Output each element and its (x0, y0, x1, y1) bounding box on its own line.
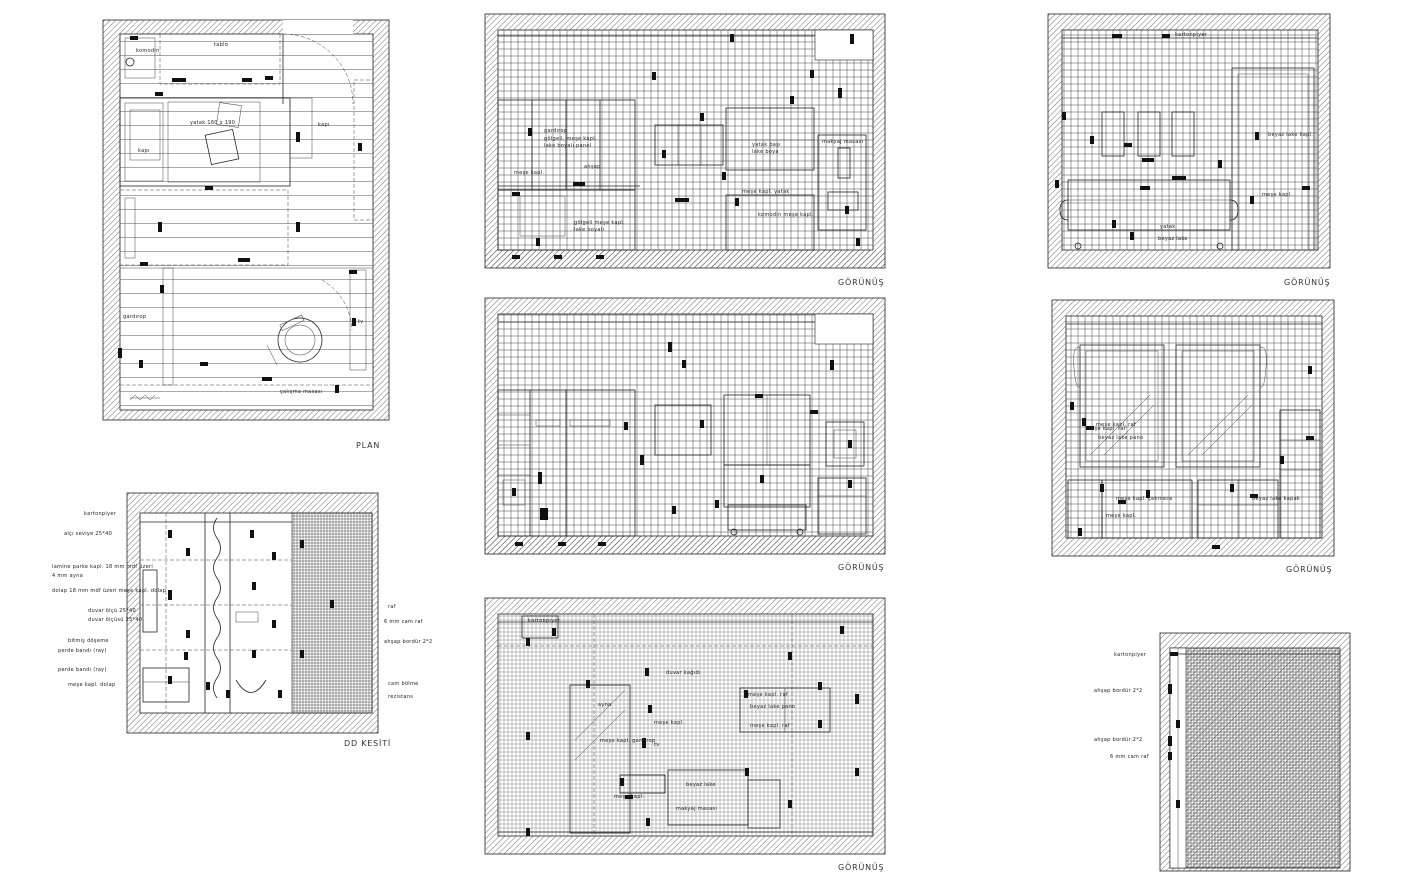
elev4-label-6: beyaz lake kapak (1252, 496, 1300, 502)
elevation-3: GÖRÜNÜŞ (484, 297, 886, 572)
caption-elev2: GÖRÜNÜŞ (1284, 277, 1330, 287)
plan-label-8: çalışma masası (280, 389, 323, 395)
elev2-label-1: kartonpiyer (1175, 32, 1208, 38)
plan-label-2: tablo (214, 42, 228, 48)
elev1-label-2: gölgeli, meşe kapl. (544, 136, 597, 142)
elev4-label-4: meşe kapl. çekmece (1116, 496, 1173, 502)
caption-elev5: GÖRÜNÜŞ (838, 862, 884, 872)
elev5-label-8: meşe kapl. (654, 720, 684, 726)
detail-label-3: ahşap bordür 2*2 (1094, 737, 1143, 743)
elev5-label-1: kartonpiyer (528, 618, 561, 624)
section-left-label-11: meşe kapl. dolap (68, 682, 116, 688)
elev1-label-1: gardırop (544, 128, 567, 134)
elev2-label-2: beyaz lake kapl. (1268, 132, 1313, 138)
section-right-label-3: ahşap bordür 2*2 (384, 639, 433, 645)
elev4-label-3: beyaz lake pano (1098, 435, 1143, 441)
plan-label-1: komodin (136, 48, 160, 54)
elev5-label-10: beyaz lake (686, 782, 716, 788)
elev1-label-5: ahşap (584, 164, 601, 170)
elev2-label-4: yatak (1160, 224, 1175, 230)
elev5-label-2: duvar kağıdı (666, 669, 701, 676)
elev5-label-12: makyaj masası (676, 806, 717, 812)
elevation-5: kartonpiyer duvar kağıdı ayna meşe kapl.… (484, 597, 886, 872)
plan-label-7: tv (358, 319, 364, 325)
section-left-label-9: perde bandı (ray) (58, 648, 107, 654)
elev5-label-6: meşe kapl. raf (750, 723, 790, 729)
elev4-label-2: meşe kapl. raf (1086, 426, 1126, 432)
elev5-label-4: meşe kapl. raf (748, 692, 788, 698)
plan-label-5: kapı (138, 148, 150, 154)
section-left-label-3: lamine parke kapl. 18 mm mdf üzeri (52, 564, 153, 570)
caption-plan: PLAN (356, 441, 380, 450)
caption-elev1: GÖRÜNÜŞ (838, 277, 884, 287)
section-left-label-5: dolap 18 mm mdf üzeri meşe kapl. dolap (52, 588, 166, 594)
section-right-label-1: raf (388, 604, 396, 610)
elevation-1: gardırop gölgeli, meşe kapl. lake boyalı… (484, 13, 886, 287)
section-right-label-4: cam bölme (388, 681, 419, 687)
section-right-label-5: rezistans (388, 694, 413, 700)
elev1-label-4: meşe kapl. (514, 170, 544, 176)
elev1-label-7: lake boyalı (574, 227, 604, 233)
elev5-label-5: beyaz lake pano (750, 704, 795, 710)
caption-elev3: GÖRÜNÜŞ (838, 562, 884, 572)
elevation-4: meşe kapl. raf meşe kapl. raf beyaz lake… (1051, 299, 1335, 574)
detail-label-4: 6 mm cam raf (1110, 754, 1149, 760)
elev2-label-3: meşe kapl. (1262, 192, 1292, 198)
elev1-label-10: makyaj masası (822, 139, 863, 145)
elevation-2: kartonpiyer beyaz lake kapl. meşe kapl. … (1047, 13, 1331, 287)
elev5-label-7: meşe kapl. gardırop (600, 738, 655, 744)
caption-section: DD KESİTİ (344, 738, 391, 748)
section-left-label-7: duvar ölçüsü 25*40 (88, 617, 142, 623)
elev1-label-8: yatak başı (752, 142, 781, 148)
elev1-label-12: komodin meşe kapl. (758, 212, 814, 218)
detail-view: kartonpiyer ahşap bordür 2*2 ahşap bordü… (1094, 632, 1351, 872)
detail-label-1: kartonpiyer (1114, 652, 1147, 658)
elev4-label-5: meşe kapl. (1106, 513, 1136, 519)
section-left-label-4: 4 mm ayna (52, 573, 83, 579)
plan-view: komodin tablo yatak 160 x 190 kapı kapı … (102, 19, 390, 450)
section-right-label-2: 6 mm cam raf (384, 619, 423, 625)
section-left-label-1: kartonpiyer (84, 511, 117, 517)
elev5-label-11: meşe kapl. (614, 794, 644, 800)
elev1-label-3: lake boyalı panel (544, 143, 591, 149)
detail-label-2: ahşap bordür 2*2 (1094, 688, 1143, 694)
elev1-label-11: meşe kapl. yatak (742, 189, 790, 195)
section-left-label-10: perde bandı (ray) (58, 667, 107, 673)
section-dd: kartonpiyer alçı seviye 25*40 lamine par… (52, 492, 433, 748)
plan-label-4: kapı (318, 122, 330, 128)
section-left-label-2: alçı seviye 25*40 (64, 531, 112, 537)
elev1-label-9: lake boya (752, 149, 779, 155)
caption-elev4: GÖRÜNÜŞ (1286, 564, 1332, 574)
elev5-label-3: ayna (598, 702, 611, 708)
elev5-label-9: tv (654, 742, 660, 748)
section-left-label-8: bitmiş döşeme (68, 638, 109, 644)
plan-label-6: gardırop (123, 314, 146, 320)
plan-label-3: yatak 160 x 190 (190, 120, 235, 126)
elev4-label-1: meşe kapl. raf (1096, 422, 1136, 428)
elev2-label-5: beyaz lake (1158, 236, 1188, 242)
elev1-label-6: gölgeli meşe kapl. (574, 220, 625, 226)
section-left-label-6: duvar ölçü 25*40 (88, 608, 136, 614)
